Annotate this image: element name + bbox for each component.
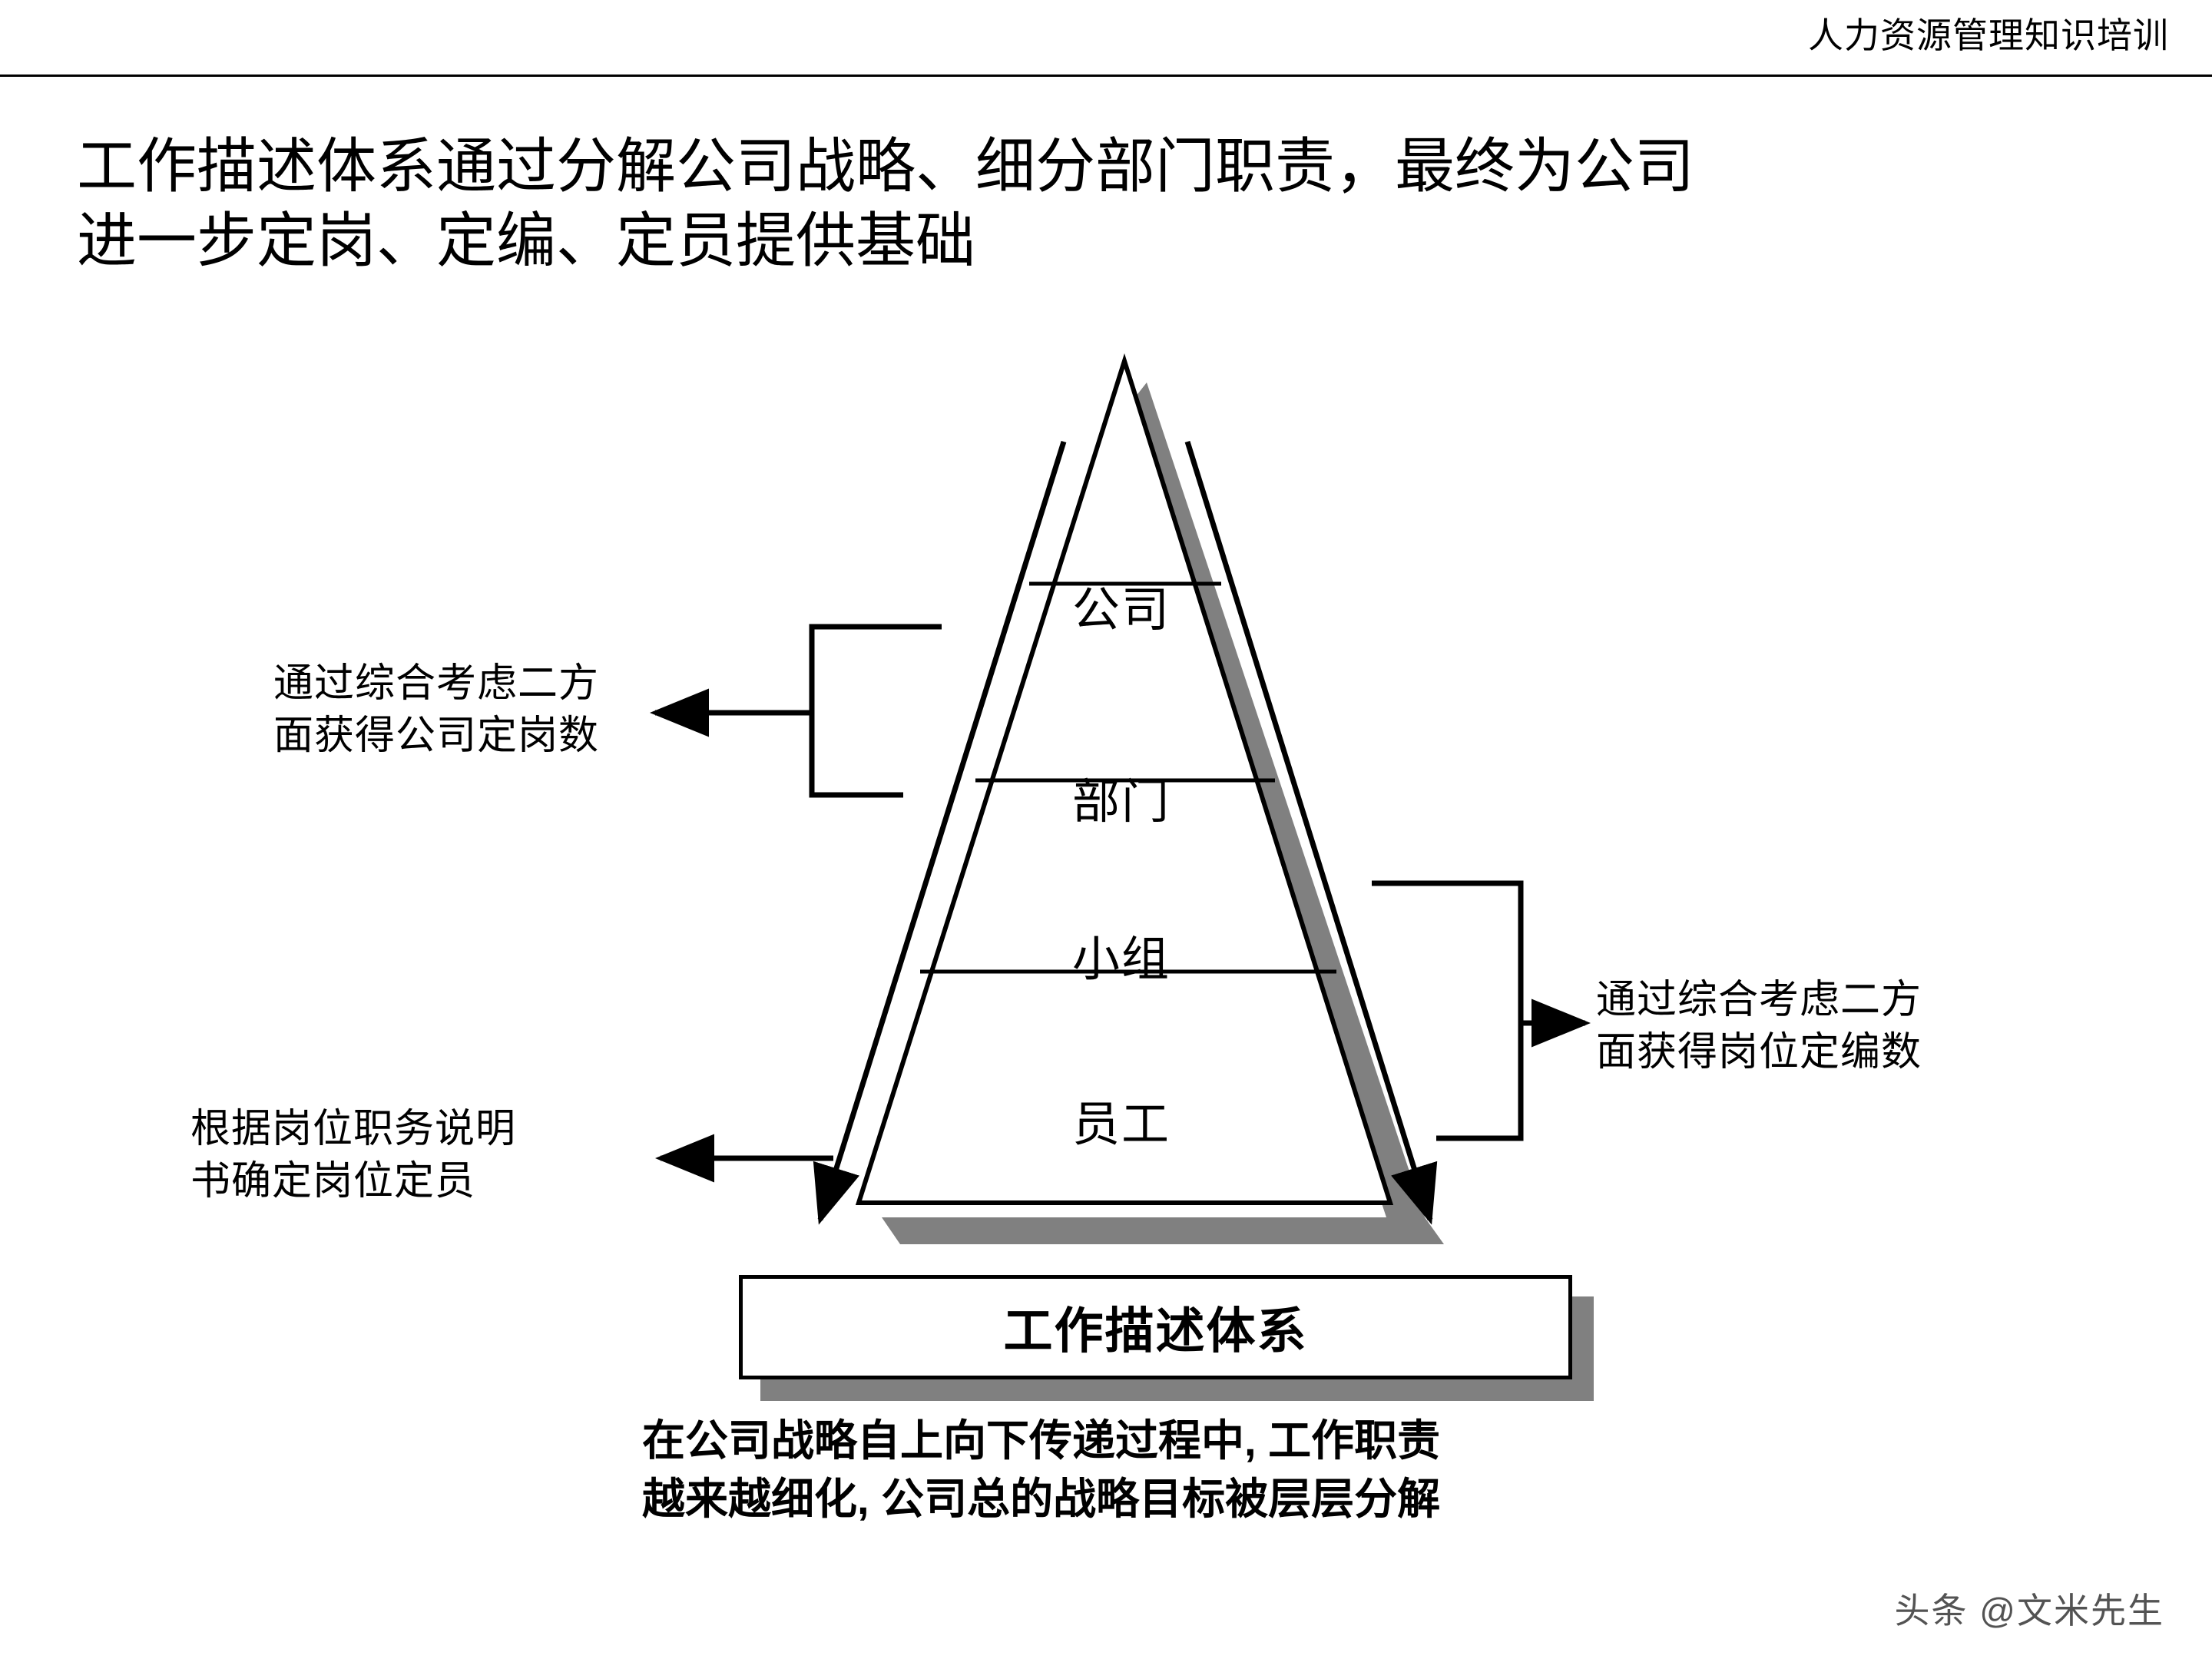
caption-line-1: 在公司战略自上向下传递过程中, 工作职责 [642, 1416, 1441, 1465]
annotation-right: 通过综合考虑二方 面获得岗位定编数 [1596, 974, 1922, 1078]
pyramid-tier-employee: 员工 [1071, 1098, 1171, 1151]
caption: 在公司战略自上向下传递过程中, 工作职责 越来越细化, 公司总的战略目标被层层分… [642, 1412, 1440, 1528]
annotation-left-bottom-line-1: 根据岗位职务说明 [190, 1107, 517, 1151]
annotation-left-top-line-1: 通过综合考虑二方 [273, 661, 600, 706]
bottom-box-label: 工作描述体系 [1003, 1303, 1308, 1359]
pyramid-tier-department: 部门 [1071, 776, 1171, 829]
pyramid-tier-company: 公司 [1071, 584, 1171, 637]
caption-line-2: 越来越细化, 公司总的战略目标被层层分解 [642, 1475, 1441, 1523]
page-title: 工作描述体系通过分解公司战略、细分部门职责，最终为公司 进一步定岗、定编、定员提… [77, 129, 2151, 278]
annotation-left-top: 通过综合考虑二方 面获得公司定岗数 [273, 657, 599, 762]
annotation-left-bottom: 根据岗位职务说明 书确定岗位定员 [190, 1103, 516, 1207]
bottom-box: 工作描述体系 [739, 1275, 1572, 1379]
annotation-right-line-1: 通过综合考虑二方 [1596, 978, 1922, 1022]
page-title-line-1: 工作描述体系通过分解公司战略、细分部门职责，最终为公司 [77, 132, 1695, 200]
annotation-left-top-line-2: 面获得公司定岗数 [273, 714, 600, 758]
header-title: 人力资源管理知识培训 [1808, 15, 2169, 55]
header-divider [0, 75, 2212, 77]
slide-header: 人力资源管理知识培训 [0, 0, 2212, 77]
pyramid-tier-team: 小组 [1071, 933, 1171, 986]
page-title-line-2: 进一步定岗、定编、定员提供基础 [77, 207, 976, 274]
annotation-left-bottom-line-2: 书确定岗位定员 [190, 1159, 476, 1204]
annotation-right-line-2: 面获得岗位定编数 [1596, 1030, 1922, 1075]
right-bracket [1372, 880, 1591, 1141]
watermark: 头条 @文米先生 [1894, 1591, 2164, 1631]
left-top-bracket [650, 624, 942, 798]
